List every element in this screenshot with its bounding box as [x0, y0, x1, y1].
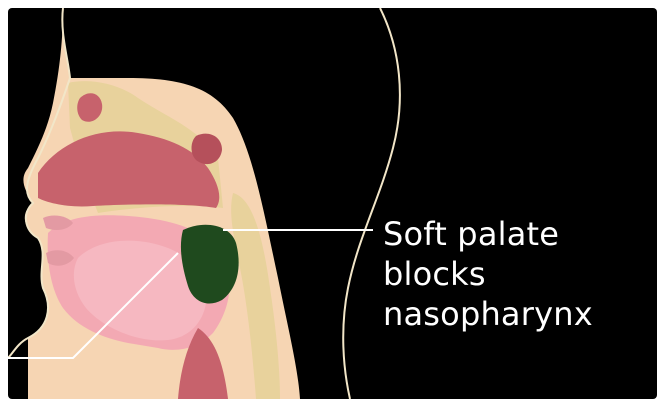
label-line-2: nasopharynx: [383, 294, 657, 334]
diagram-frame: Soft palate blocks nasopharynx: [8, 8, 657, 399]
label-line-1: Soft palate blocks: [383, 214, 657, 294]
soft-palate-label: Soft palate blocks nasopharynx: [383, 214, 657, 334]
head-cross-section-illustration: [8, 8, 657, 399]
neck-outline: [343, 8, 400, 399]
